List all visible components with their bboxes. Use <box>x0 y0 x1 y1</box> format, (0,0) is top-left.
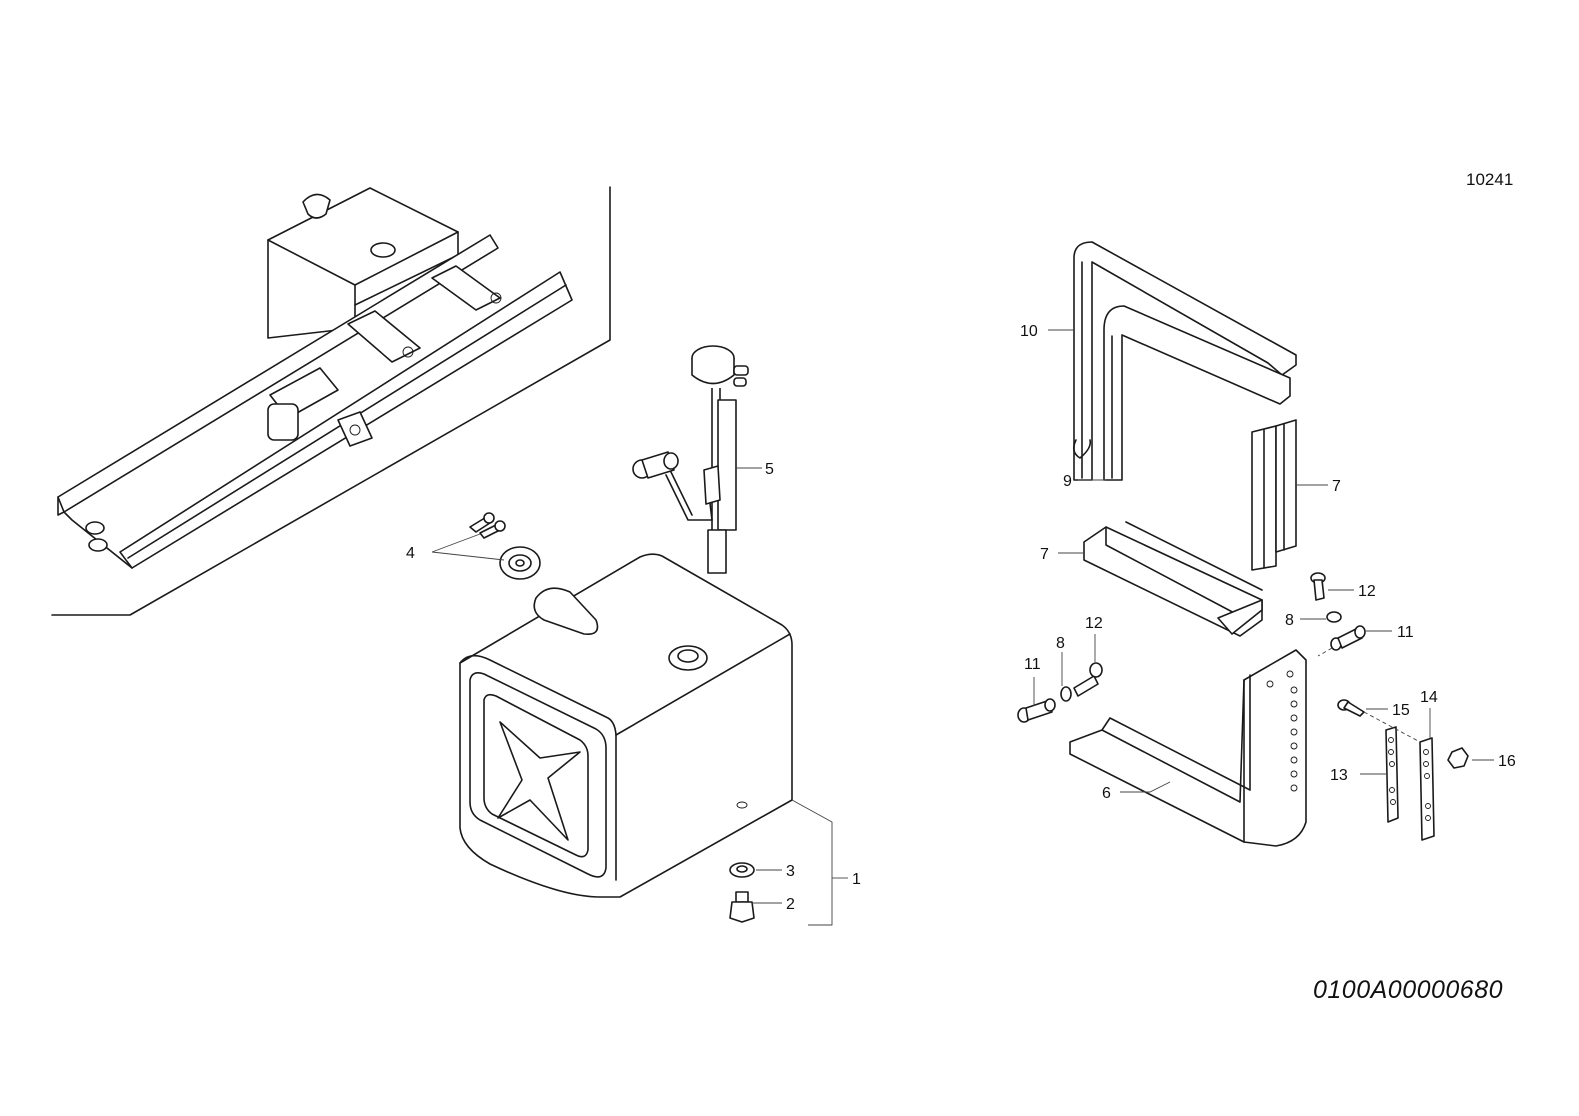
callout-11-left: 11 <box>1024 656 1041 673</box>
callout-4: 4 <box>406 545 415 562</box>
hydraulic-tank <box>459 553 793 898</box>
callout-8-upper: 8 <box>1285 612 1294 629</box>
fasteners <box>1017 572 1469 769</box>
support-bracket <box>1069 649 1307 847</box>
callout-11-right: 11 <box>1397 624 1414 641</box>
chassis-inset <box>51 186 611 616</box>
callout-10: 10 <box>1020 323 1038 340</box>
callout-1: 1 <box>852 871 861 888</box>
callout-14: 14 <box>1420 689 1438 706</box>
callout-9: 9 <box>1063 473 1072 490</box>
callout-12-right: 12 <box>1358 583 1376 600</box>
part-code: 0100A00000680 <box>1313 976 1504 1004</box>
adjusting-bars <box>1385 726 1435 841</box>
callout-8-lower: 8 <box>1056 635 1065 652</box>
callout-2: 2 <box>786 896 795 913</box>
callout-5: 5 <box>765 461 774 478</box>
rubber-profiles <box>1083 419 1297 637</box>
callout-12-left: 12 <box>1085 615 1103 632</box>
callout-labels: 1 2 3 4 5 6 7 7 8 8 9 10 11 11 12 12 13 … <box>406 323 1516 913</box>
callout-7-upright: 7 <box>1332 478 1341 495</box>
fuel-level-sender <box>632 345 749 574</box>
callout-3: 3 <box>786 863 795 880</box>
callout-6: 6 <box>1102 785 1111 802</box>
callout-15: 15 <box>1392 702 1410 719</box>
keys-and-locking-cap <box>469 512 541 580</box>
callout-13: 13 <box>1330 767 1348 784</box>
callout-7-profile: 7 <box>1040 546 1049 563</box>
leader-lines <box>431 329 1494 926</box>
drawing-number: 10241 <box>1466 170 1514 189</box>
drain-plug-and-washer <box>729 862 755 923</box>
callout-16: 16 <box>1498 753 1516 770</box>
tank-straps <box>1072 241 1297 481</box>
